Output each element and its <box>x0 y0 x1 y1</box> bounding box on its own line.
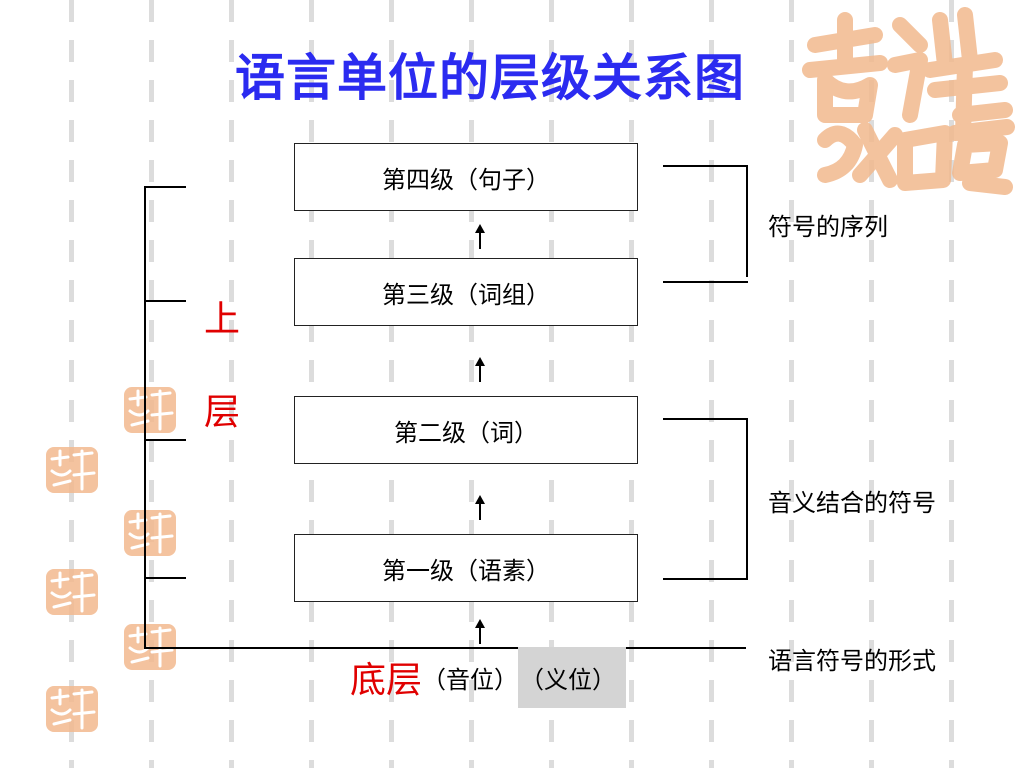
symbol-form-label: 语言符号的形式 <box>768 647 936 675</box>
left-bracket-tick <box>144 186 186 188</box>
right-bracket-bottom <box>663 281 748 283</box>
level-2-box: 第二级（词） <box>294 396 638 464</box>
auspicious-seal-icon <box>46 447 98 493</box>
auspicious-seal-icon <box>124 387 176 433</box>
right-bracket-top <box>663 165 748 167</box>
page-title: 语言单位的层级关系图 <box>235 49 745 107</box>
auspicious-seal-icon <box>124 510 176 556</box>
arrow-up-icon <box>475 495 485 520</box>
phoneme-label: （音位） <box>422 665 519 694</box>
bottom-layer-label: 底层 <box>350 660 423 701</box>
auspicious-seal-icon <box>46 686 98 732</box>
right-bracket-vertical <box>746 165 748 277</box>
symbol-sequence-label: 符号的序列 <box>768 213 888 241</box>
level-3-label: 第三级（词组） <box>382 280 550 309</box>
sound-meaning-label: 音义结合的符号 <box>768 489 936 517</box>
right-bracket-top <box>663 418 748 420</box>
arrow-up-icon <box>475 357 485 382</box>
left-bracket-tick <box>144 577 186 579</box>
left-bracket-tick <box>144 439 186 441</box>
upper-layer-char-2: 层 <box>204 392 241 433</box>
right-bracket-bottom <box>663 578 748 580</box>
arrow-up-icon <box>475 619 485 644</box>
level-1-label: 第一级（语素） <box>382 556 550 585</box>
auspicious-seal-icon <box>802 7 1015 195</box>
arrow-up-icon <box>475 224 485 249</box>
base-line <box>144 647 746 649</box>
left-bracket-tick <box>144 300 186 302</box>
bottom-layer-row: 底层 （音位） （义位） <box>350 646 627 708</box>
level-1-box: 第一级（语素） <box>294 534 638 602</box>
level-3-box: 第三级（词组） <box>294 258 638 326</box>
left-bracket-vertical <box>144 186 146 649</box>
level-2-label: 第二级（词） <box>394 418 538 447</box>
sememe-label: （义位） <box>518 646 627 708</box>
right-bracket-vertical <box>746 418 748 580</box>
level-4-label: 第四级（句子） <box>382 165 550 194</box>
upper-layer-char-1: 上 <box>204 299 241 340</box>
level-4-box: 第四级（句子） <box>294 143 638 211</box>
auspicious-seal-icon <box>46 569 98 615</box>
